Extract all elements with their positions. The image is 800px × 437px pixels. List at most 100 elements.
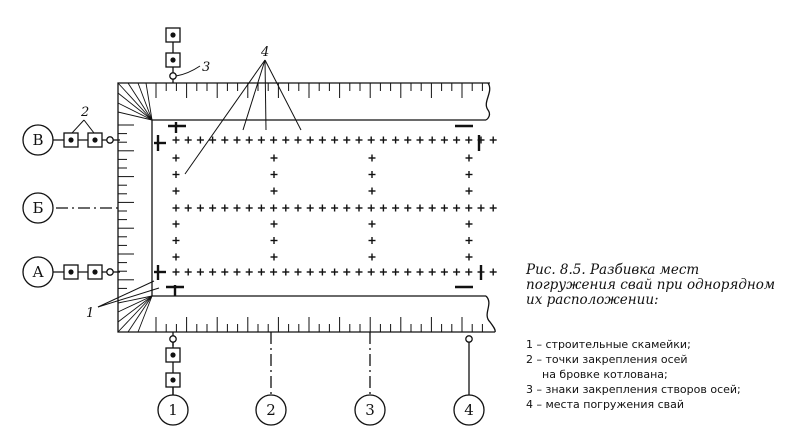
legend-item-2: 2 – точки закрепления осей bbox=[526, 353, 688, 366]
pile-mark bbox=[221, 268, 229, 276]
axis-bubbles bbox=[22, 124, 485, 426]
pile-mark bbox=[233, 136, 241, 144]
pile-marks bbox=[172, 136, 497, 276]
pile-mark bbox=[355, 136, 363, 144]
axis-label-a: А bbox=[32, 263, 44, 281]
pile-mark bbox=[465, 268, 473, 276]
pile-mark bbox=[465, 220, 473, 228]
pile-mark bbox=[368, 220, 376, 228]
pile-mark bbox=[392, 204, 400, 212]
pile-mark bbox=[404, 268, 412, 276]
pile-mark bbox=[257, 204, 265, 212]
alignment-sign bbox=[106, 136, 114, 144]
pile-mark bbox=[465, 204, 473, 212]
axis-bubble-a bbox=[22, 256, 54, 288]
pile-mark bbox=[489, 268, 497, 276]
pile-mark bbox=[306, 268, 314, 276]
pile-mark bbox=[270, 220, 278, 228]
pile-mark bbox=[270, 187, 278, 195]
legend-item-2-cont: на бровке котлована; bbox=[542, 368, 668, 381]
leader-4-b bbox=[242, 59, 266, 131]
pile-mark bbox=[196, 204, 204, 212]
axis-label-2: 2 bbox=[266, 401, 276, 419]
corner-fan-bottom bbox=[117, 295, 153, 333]
pile-mark bbox=[368, 187, 376, 195]
pile-mark bbox=[221, 136, 229, 144]
pile-mark bbox=[392, 268, 400, 276]
pile-mark bbox=[294, 136, 302, 144]
pile-mark bbox=[209, 204, 217, 212]
callout-4: 4 bbox=[260, 45, 269, 60]
pile-mark bbox=[184, 204, 192, 212]
pile-mark bbox=[270, 154, 278, 162]
pile-mark bbox=[245, 204, 253, 212]
axis-fix-point bbox=[63, 264, 79, 280]
pile-mark bbox=[318, 136, 326, 144]
pile-mark bbox=[172, 253, 180, 261]
legend-item-3: 3 – знаки закрепления створов осей; bbox=[526, 383, 741, 396]
pile-mark bbox=[282, 268, 290, 276]
pile-mark bbox=[368, 237, 376, 244]
alignment-sign bbox=[169, 72, 177, 80]
figure-caption: Рис. 8.5. Разбивка мест погружения свай … bbox=[526, 263, 796, 308]
pile-mark bbox=[465, 187, 473, 195]
leader-2-b bbox=[83, 119, 95, 134]
pile-mark bbox=[172, 237, 180, 244]
leader-4-d bbox=[264, 59, 302, 131]
alignment-sign bbox=[169, 335, 177, 343]
pile-mark bbox=[453, 268, 461, 276]
pile-mark bbox=[343, 204, 351, 212]
pile-mark bbox=[355, 204, 363, 212]
axis-bubble-1 bbox=[157, 394, 189, 426]
figure-legend: 1 – строительные скамейки; 2 – точки зак… bbox=[526, 337, 796, 412]
pile-mark bbox=[172, 268, 180, 276]
axis-bubble-2 bbox=[255, 394, 287, 426]
pile-mark bbox=[184, 136, 192, 144]
pile-mark bbox=[416, 136, 424, 144]
axis-label-1: 1 bbox=[168, 401, 178, 419]
pile-mark bbox=[428, 204, 436, 212]
pile-mark bbox=[477, 204, 485, 212]
pile-mark bbox=[489, 204, 497, 212]
pile-mark bbox=[270, 136, 278, 144]
leader-1-b bbox=[97, 287, 160, 308]
break-line-top bbox=[485, 82, 491, 121]
pile-mark bbox=[367, 204, 375, 212]
pile-mark bbox=[465, 237, 473, 244]
alignment-sign bbox=[106, 268, 114, 276]
pile-mark bbox=[379, 268, 387, 276]
pile-mark bbox=[270, 253, 278, 261]
pile-mark bbox=[172, 154, 180, 162]
pile-mark bbox=[172, 136, 180, 144]
pile-mark bbox=[233, 204, 241, 212]
slope-hatching-left bbox=[118, 124, 134, 289]
callout-3: 3 bbox=[202, 60, 210, 75]
axis-bubble-v bbox=[22, 124, 54, 156]
pile-mark bbox=[245, 268, 253, 276]
pile-mark bbox=[257, 136, 265, 144]
pile-mark bbox=[318, 204, 326, 212]
axis-label-v: В bbox=[32, 131, 43, 149]
pile-mark bbox=[306, 136, 314, 144]
pile-mark bbox=[440, 136, 448, 144]
pile-mark bbox=[184, 268, 192, 276]
pile-layout-diagram: В Б А 1 2 3 4 4 2 3 1 bbox=[22, 27, 497, 426]
pile-mark bbox=[465, 171, 473, 178]
pile-mark bbox=[331, 204, 339, 212]
break-line-bottom bbox=[485, 295, 496, 333]
pile-mark bbox=[440, 204, 448, 212]
pile-mark bbox=[196, 136, 204, 144]
pile-mark bbox=[196, 268, 204, 276]
pile-mark bbox=[379, 136, 387, 144]
pile-mark bbox=[416, 204, 424, 212]
pile-mark bbox=[221, 204, 229, 212]
pile-mark bbox=[343, 268, 351, 276]
pile-mark bbox=[172, 171, 180, 178]
pile-mark bbox=[465, 253, 473, 261]
pile-mark bbox=[428, 268, 436, 276]
leader-4-c bbox=[264, 59, 267, 131]
pile-mark bbox=[331, 136, 339, 144]
pile-mark bbox=[245, 136, 253, 144]
pile-mark bbox=[282, 204, 290, 212]
pile-mark bbox=[294, 268, 302, 276]
